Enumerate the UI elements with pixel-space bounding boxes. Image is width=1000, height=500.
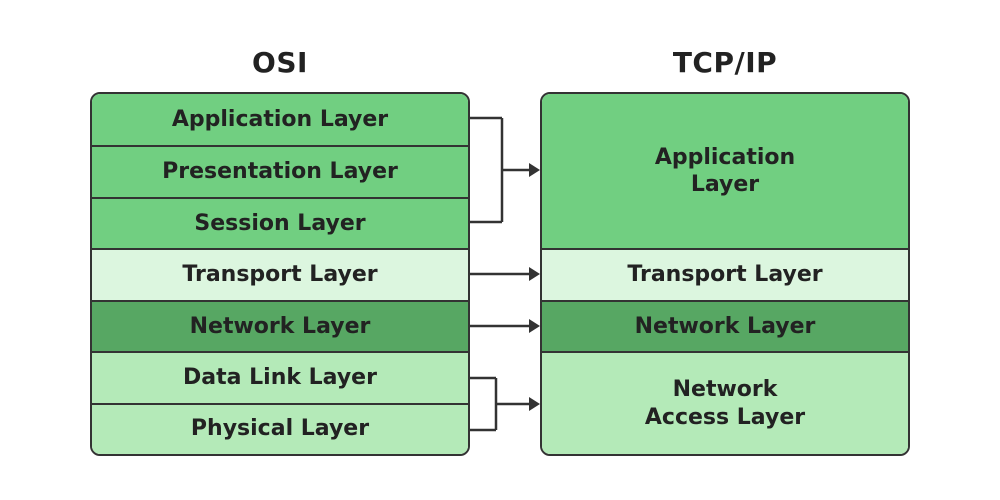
osi-layer-presentation: Presentation Layer: [92, 145, 468, 197]
bracket-top: [470, 116, 530, 224]
osi-layer-stack: Application Layer Presentation Layer Ses…: [90, 92, 470, 456]
tcpip-layer-stack: Application Layer Transport Layer Networ…: [540, 92, 910, 456]
osi-layer-transport: Transport Layer: [92, 248, 468, 300]
tcpip-layer-transport: Transport Layer: [542, 248, 908, 300]
bracket-bottom: [470, 376, 530, 432]
arrowhead-network: [529, 319, 540, 333]
arrowhead-network-access: [529, 397, 540, 411]
tcpip-layer-application: Application Layer: [542, 94, 908, 249]
osi-layer-session: Session Layer: [92, 196, 468, 249]
osi-layer-network: Network Layer: [92, 299, 468, 352]
osi-layer-application: Application Layer: [92, 94, 468, 146]
osi-column-title: OSI: [252, 46, 308, 79]
osi-layer-physical: Physical Layer: [92, 402, 468, 454]
osi-layer-datalink: Data Link Layer: [92, 351, 468, 403]
tcpip-column-title: TCP/IP: [672, 46, 778, 79]
arrowhead-transport: [529, 267, 540, 281]
tcpip-layer-network-access: Network Access Layer: [542, 351, 908, 454]
tcpip-layer-network: Network Layer: [542, 299, 908, 352]
arrowhead-application: [529, 163, 540, 177]
